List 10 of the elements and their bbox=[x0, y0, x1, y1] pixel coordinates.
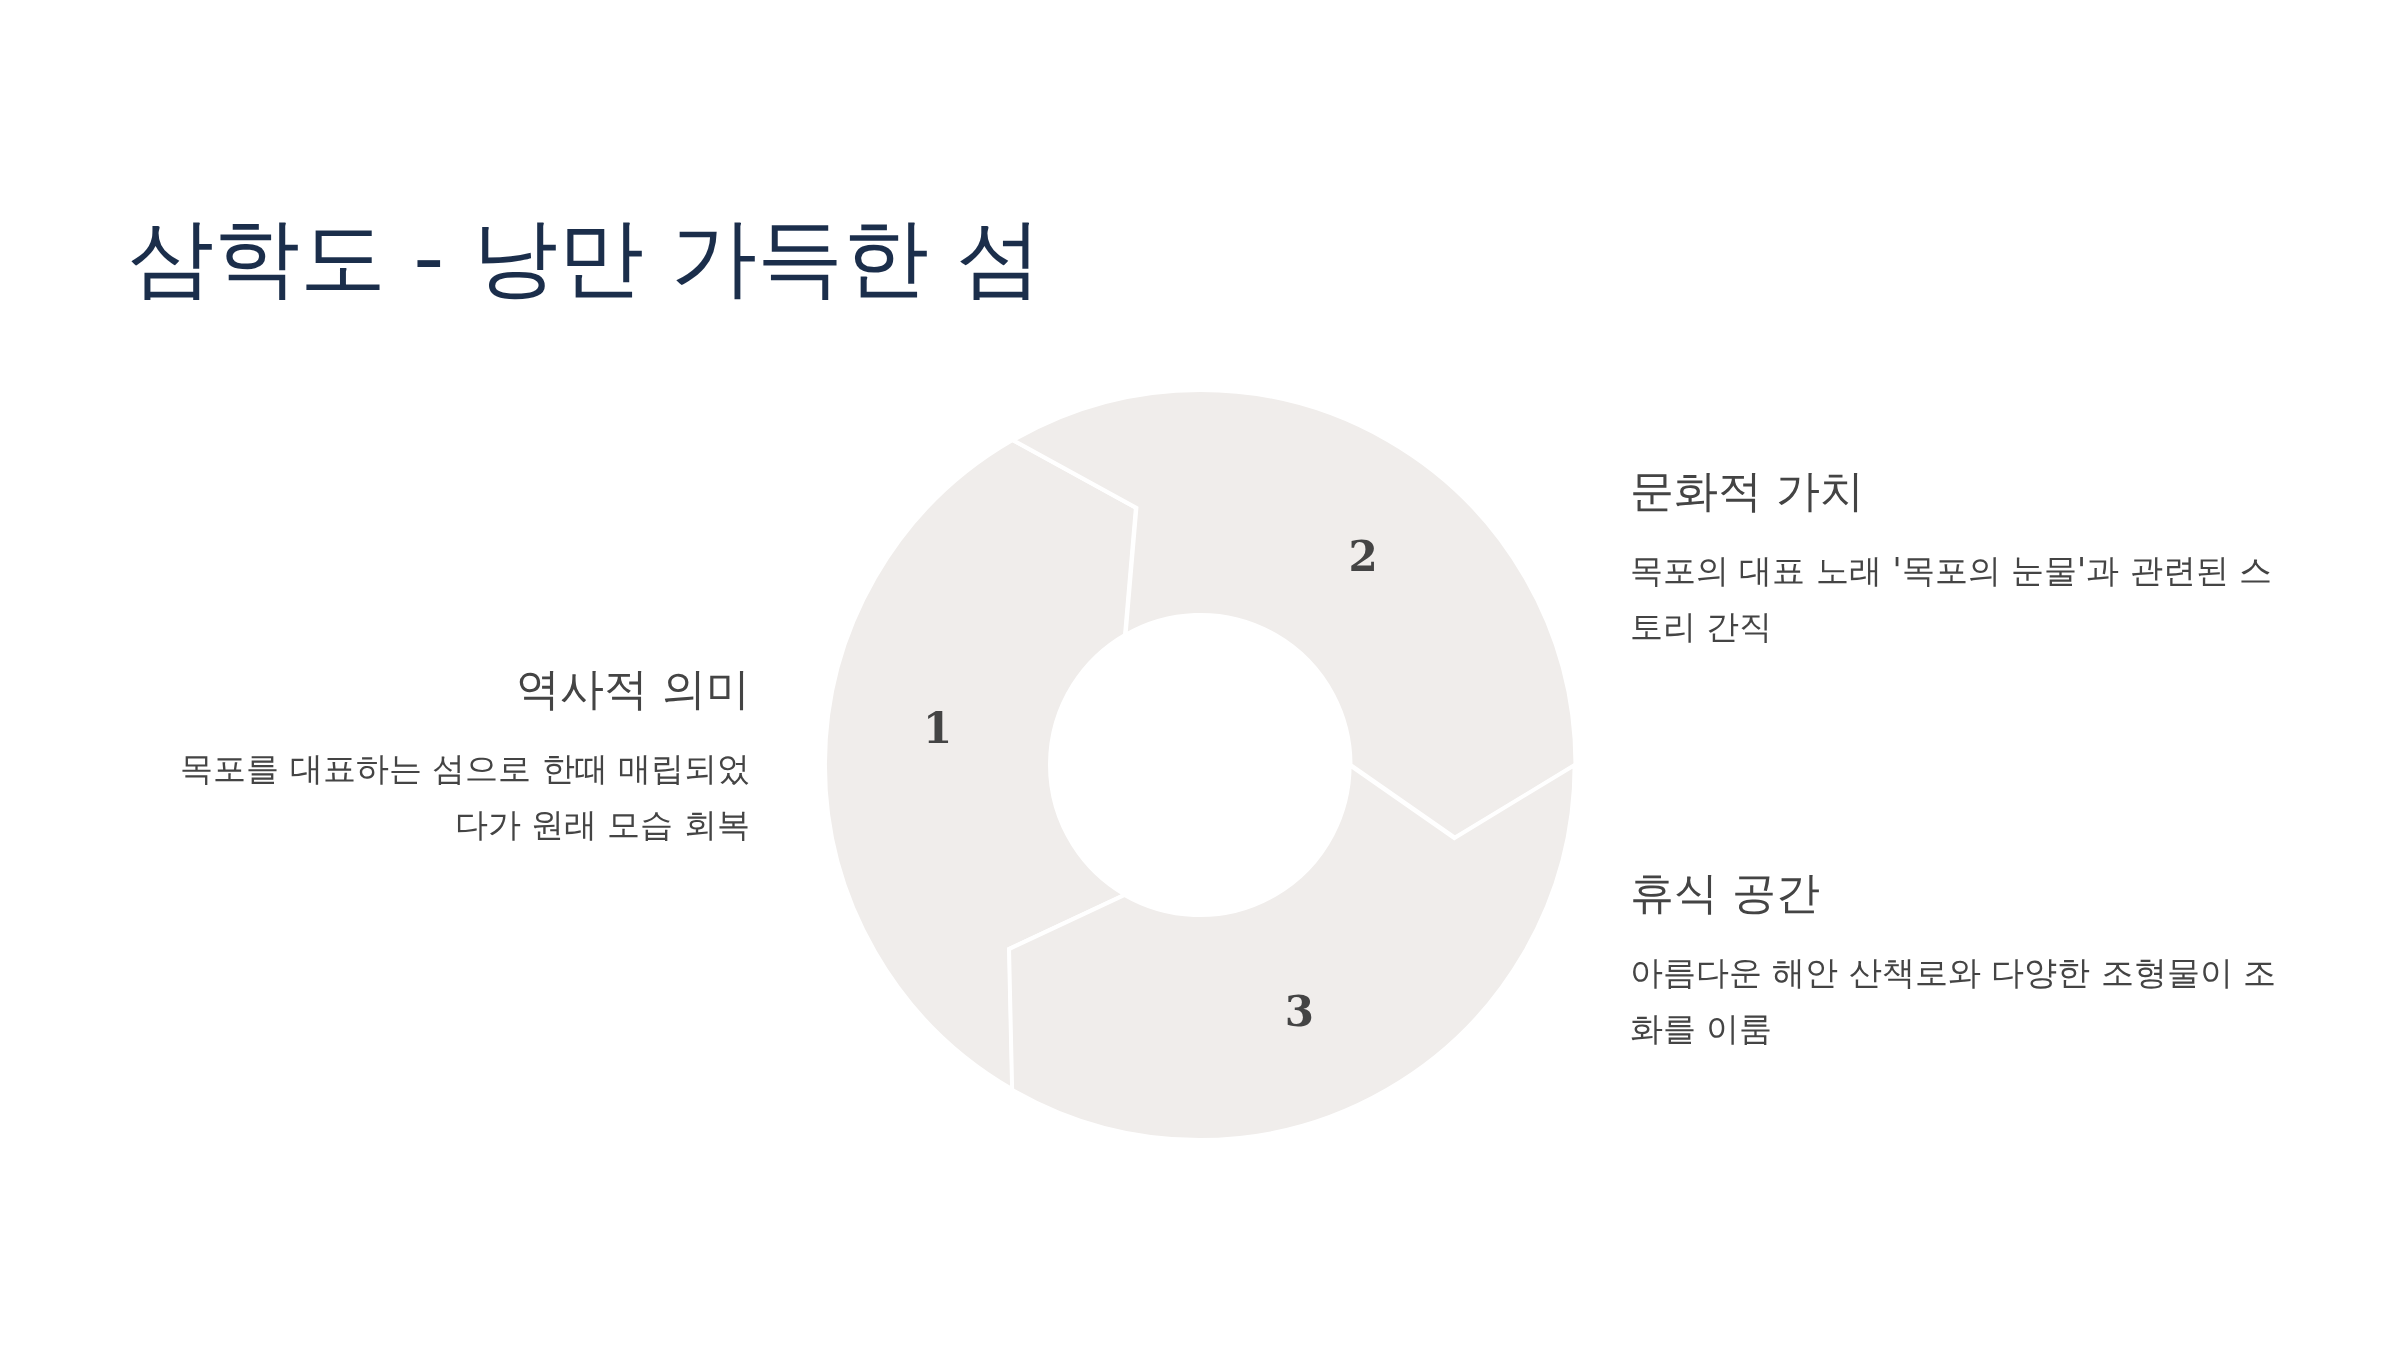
segment-description: 목포를 대표하는 섬으로 한때 매립되었다가 원래 모습 회복 bbox=[179, 748, 750, 846]
segment-heading: 문화적 가치 bbox=[1630, 464, 1865, 518]
step-number: 3 bbox=[1284, 986, 1314, 1036]
segment-heading: 역사적 의미 bbox=[515, 662, 750, 716]
segment-description: 아름다운 해안 산책로와 다양한 조형물이 조화를 이룸 bbox=[1630, 952, 2278, 1050]
segment-description: 목포의 대표 노래 '목포의 눈물'과 관련된 스토리 간직 bbox=[1630, 550, 2274, 648]
step-number: 2 bbox=[1348, 531, 1378, 581]
step-number: 1 bbox=[922, 703, 953, 753]
segment-heading: 휴식 공간 bbox=[1630, 866, 1821, 920]
page-title: 삼학도 - 낭만 가득한 섬 bbox=[128, 206, 1043, 309]
